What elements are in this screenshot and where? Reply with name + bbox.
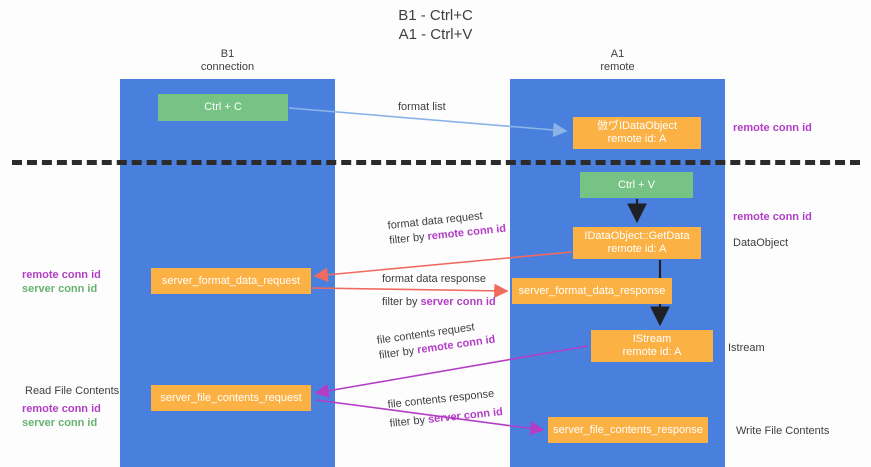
node-server-format-data-request[interactable]: server_format_data_request: [151, 268, 311, 294]
node-server-file-contents-request[interactable]: server_file_contents_request: [151, 385, 311, 411]
edge-label-line-primary: format data response: [382, 273, 486, 285]
side-label-remote-conn-id-top: remote conn id: [733, 122, 812, 134]
node-ctrl-c[interactable]: Ctrl + C: [158, 94, 288, 121]
connector-format-data-response: [311, 283, 509, 299]
connector-file-contents-response: [315, 399, 545, 436]
side-label-istream: Istream: [728, 342, 765, 354]
filter-key-server-conn-id: server conn id: [420, 296, 496, 308]
node-server-file-contents-response[interactable]: server_file_contents_response: [548, 417, 708, 443]
swimlane-header-a1: A1 remote: [600, 48, 635, 73]
node-idataobject-getdata[interactable]: IDataObject::GetData remote id: A: [573, 227, 701, 259]
swimlane-header-b1: B1 connection: [200, 48, 255, 73]
side-label-conn-id-keys-top: remote conn id server conn id: [22, 268, 101, 296]
filter-prefix: filter by: [378, 344, 419, 362]
connector-format-data-request: [313, 251, 573, 282]
diagram-title: B1 - Ctrl+C A1 - Ctrl+V: [398, 7, 473, 43]
connector-format-list: [288, 107, 568, 138]
side-label-server-conn-id: server conn id: [22, 283, 98, 295]
side-label-read-file-contents: Read File Contents: [25, 385, 120, 397]
side-label-dataobject: DataObject: [733, 237, 789, 249]
side-label-conn-id-keys-bottom: remote conn id server conn id: [22, 402, 101, 430]
edge-label-format-list: format list: [398, 101, 446, 113]
node-server-format-data-response[interactable]: server_format_data_response: [512, 278, 672, 304]
filter-prefix: filter by: [389, 413, 429, 430]
edge-label-line-filter: filter by server conn id: [382, 295, 496, 310]
node-istream[interactable]: IStream remote id: A: [591, 330, 713, 362]
filter-prefix: filter by: [382, 296, 421, 308]
side-label-remote-conn-id: remote conn id: [22, 269, 101, 281]
side-label-remote-conn-id-mid: remote conn id: [733, 211, 812, 223]
phase-divider: [12, 160, 860, 165]
node-ctrl-v[interactable]: Ctrl + V: [580, 172, 693, 198]
side-label-write-file-contents: Write File Contents: [736, 425, 830, 437]
filter-prefix: filter by: [388, 230, 429, 247]
node-idataobject[interactable]: 倣ヷIDataObject remote id: A: [573, 117, 701, 149]
connector-file-contents-request: [314, 345, 589, 398]
side-label-remote-conn-id: remote conn id: [22, 403, 101, 415]
edge-label-format-data-response: format data response filter by server co…: [382, 272, 496, 310]
side-label-server-conn-id: server conn id: [22, 417, 98, 429]
